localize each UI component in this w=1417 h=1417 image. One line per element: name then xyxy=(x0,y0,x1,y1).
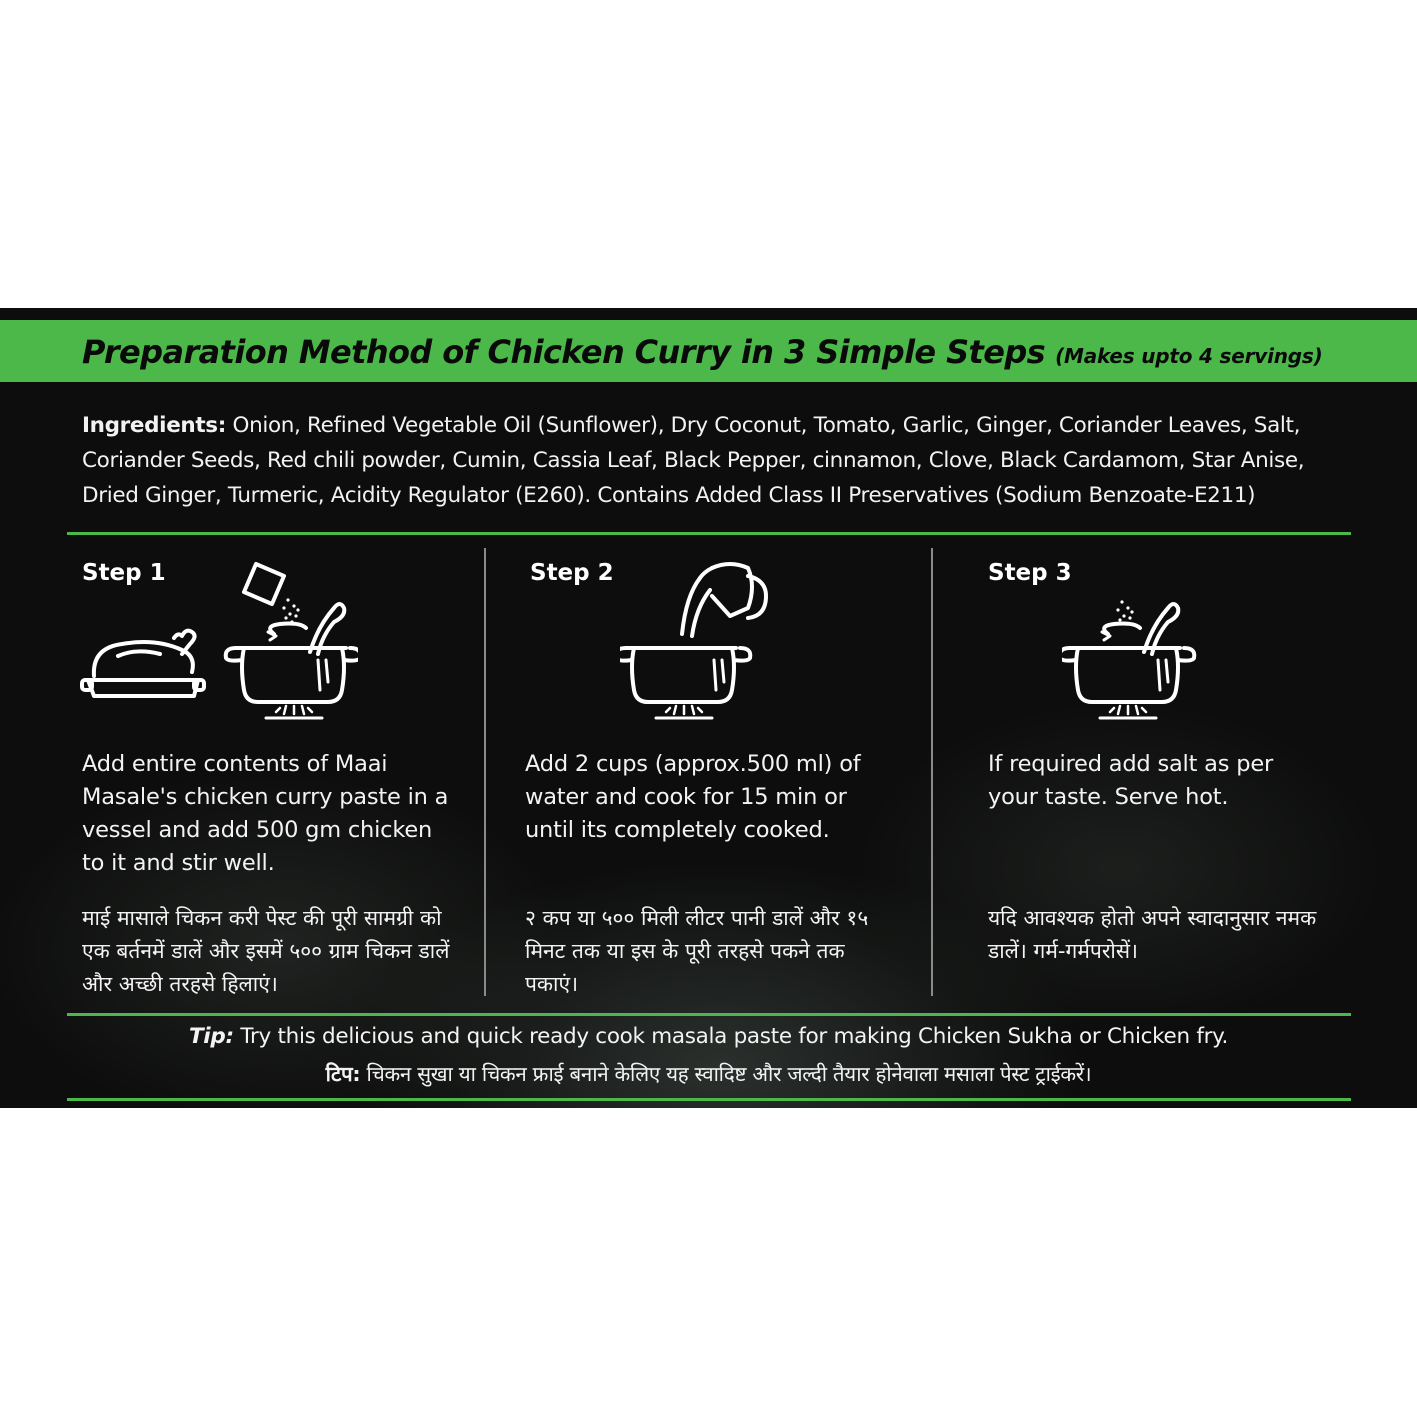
tip-text-hi: चिकन सुखा या चिकन फ्राई बनाने केलिए यह स… xyxy=(366,1062,1092,1086)
divider-bottom xyxy=(67,1098,1351,1101)
banner-title: Preparation Method of Chicken Curry in 3… xyxy=(82,333,1046,371)
step-2-text-en: Add 2 cups (approx.500 ml) of water and … xyxy=(525,751,861,843)
tip-text-en: Try this delicious and quick ready cook … xyxy=(240,1024,1229,1049)
step-3-title: Step 3 xyxy=(988,560,1072,586)
step-1-text-hi: माई मासाले चिकन करी पेस्ट की पूरी सामग्र… xyxy=(82,906,450,996)
tip-label-en: Tip: xyxy=(188,1024,234,1049)
step-3-text-hi: यदि आवश्यक होतो अपने स्वादानुसार नमक डाल… xyxy=(988,906,1317,963)
step-2-title: Step 2 xyxy=(530,560,614,586)
tip-en: Tip: Try this delicious and quick ready … xyxy=(0,1024,1417,1049)
pouring-water-into-pot-icon xyxy=(620,562,768,720)
step-1-text-en: Add entire contents of Maai Masale's chi… xyxy=(82,751,449,876)
preparation-card: Preparation Method of Chicken Curry in 3… xyxy=(0,308,1417,1108)
step-2-text-hi: २ कप या ५०० मिली लीटर पानी डालें और १५ म… xyxy=(525,906,869,996)
banner-subtitle: (Makes upto 4 servings) xyxy=(1055,344,1323,368)
column-divider-1 xyxy=(484,548,486,996)
ingredients-text: Onion, Refined Vegetable Oil (Sunflower)… xyxy=(82,413,1305,508)
ingredients-label: Ingredients: xyxy=(82,413,227,438)
column-divider-2 xyxy=(931,548,933,996)
salting-pot-icon xyxy=(1062,600,1197,720)
divider-top xyxy=(67,532,1351,535)
tip-label-hi: टिप: xyxy=(325,1062,361,1086)
step-3-text-en: If required add salt as per your taste. … xyxy=(988,751,1274,810)
title-banner: Preparation Method of Chicken Curry in 3… xyxy=(0,320,1417,382)
tip-hi: टिप: चिकन सुखा या चिकन फ्राई बनाने केलिए… xyxy=(0,1060,1417,1088)
ingredients-paragraph: Ingredients: Onion, Refined Vegetable Oi… xyxy=(82,408,1352,513)
banner-heading: Preparation Method of Chicken Curry in 3… xyxy=(82,320,1323,382)
chicken-and-pot-with-paste-icon xyxy=(80,562,358,720)
divider-tip-top xyxy=(67,1013,1351,1016)
step-1-title: Step 1 xyxy=(82,560,166,586)
